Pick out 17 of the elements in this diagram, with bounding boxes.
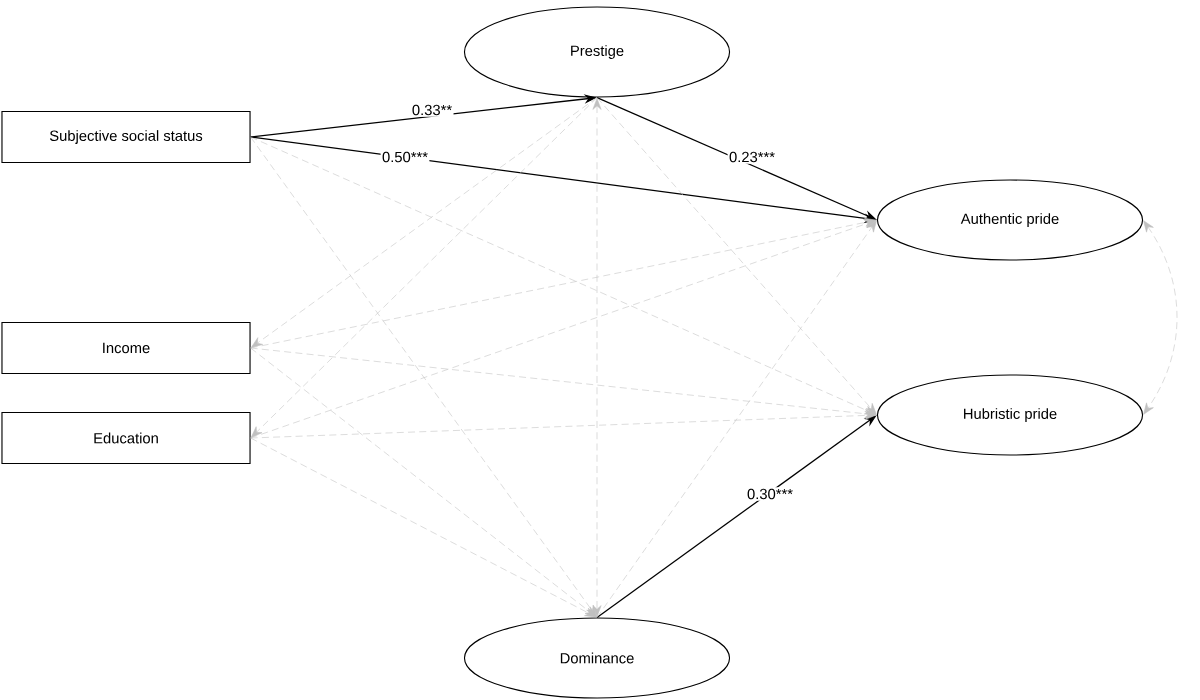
- path-arrow: [596, 220, 877, 618]
- path-arrow: [596, 97, 877, 415]
- variable-box: Subjective social status: [1, 110, 251, 164]
- edge-label: 0.50***: [380, 150, 430, 164]
- path-arrow: [250, 437, 597, 618]
- path-arrow: [250, 411, 877, 439]
- path-arrow: [250, 97, 598, 438]
- variable-box: Education: [1, 411, 251, 465]
- path-arrow: [250, 219, 877, 439]
- variable-box: Income: [1, 321, 251, 375]
- path-arrow: [250, 218, 877, 349]
- path-arrow: [596, 415, 877, 619]
- path-arrow: [592, 98, 602, 617]
- edge-label: 0.30***: [745, 487, 795, 501]
- edge-label: 0.23***: [727, 150, 777, 164]
- edge-label: 0.33**: [410, 103, 454, 117]
- path-arrow: [1143, 220, 1178, 415]
